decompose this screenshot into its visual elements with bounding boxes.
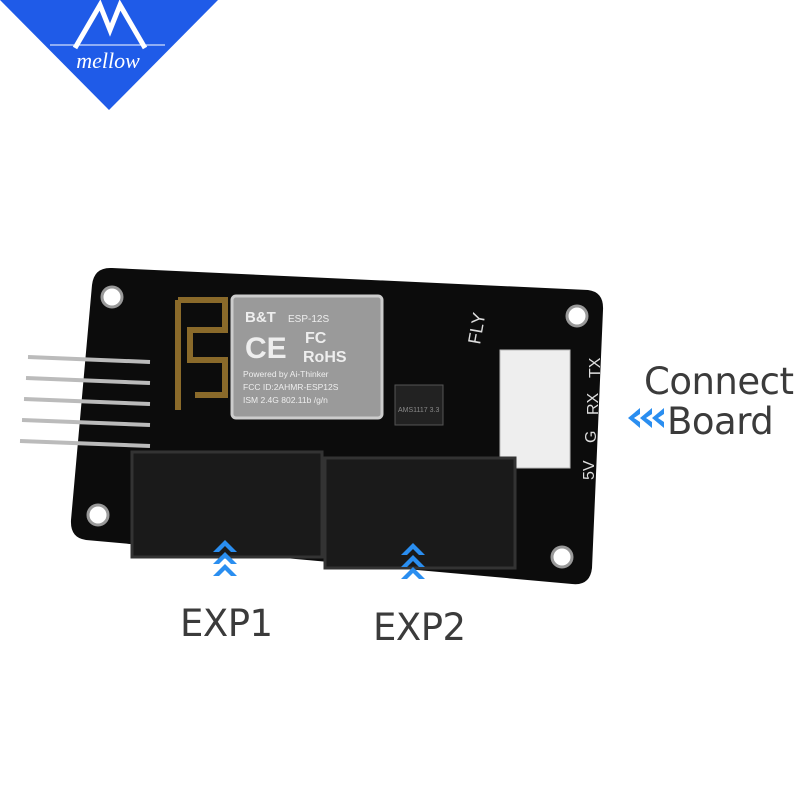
pin-header [19, 355, 151, 448]
pin-5v: 5V [581, 460, 598, 480]
regulator [394, 384, 444, 426]
pin-labels: TX RX G 5V [581, 357, 604, 480]
mount-hole [86, 503, 110, 527]
exp2-label: EXP2 [373, 606, 466, 649]
module-brand: B&T [245, 309, 276, 326]
regulator-text: AMS1117 3.3 [398, 407, 439, 414]
fcc-mark: FC [305, 330, 327, 347]
mellow-logo: mellow [0, 0, 218, 110]
pin-tx: TX [587, 357, 604, 378]
esp-module [230, 294, 384, 420]
mount-hole [550, 545, 574, 569]
module-model: ESP-12S [288, 314, 329, 325]
module-ism-text: ISM 2.4G 802.11b /g/n [243, 395, 328, 405]
exp1-label: EXP1 [180, 602, 273, 645]
arrow-exp1-icon [213, 540, 237, 576]
rohs-mark: RoHS [303, 349, 347, 366]
exp2-connector [323, 456, 517, 570]
pcb-board: B&T ESP-12S CE FC RoHS Powered by Ai-Thi… [19, 267, 604, 585]
mount-hole [565, 304, 589, 328]
arrow-connect-icon [628, 408, 664, 428]
mount-hole [100, 285, 124, 309]
exp1-connector [130, 450, 324, 559]
jst-connector [499, 349, 571, 469]
ce-mark: CE [245, 332, 287, 365]
arrow-exp2-icon [401, 543, 425, 579]
pin-g: G [583, 431, 600, 443]
logo-text: mellow [76, 48, 140, 73]
connect-label: Connect [644, 360, 794, 403]
board-label: Board [667, 400, 774, 443]
module-powered-text: Powered by Ai-Thinker [243, 369, 329, 379]
module-fcc-text: FCC ID:2AHMR-ESP12S [243, 382, 339, 392]
pin-rx: RX [585, 392, 602, 415]
